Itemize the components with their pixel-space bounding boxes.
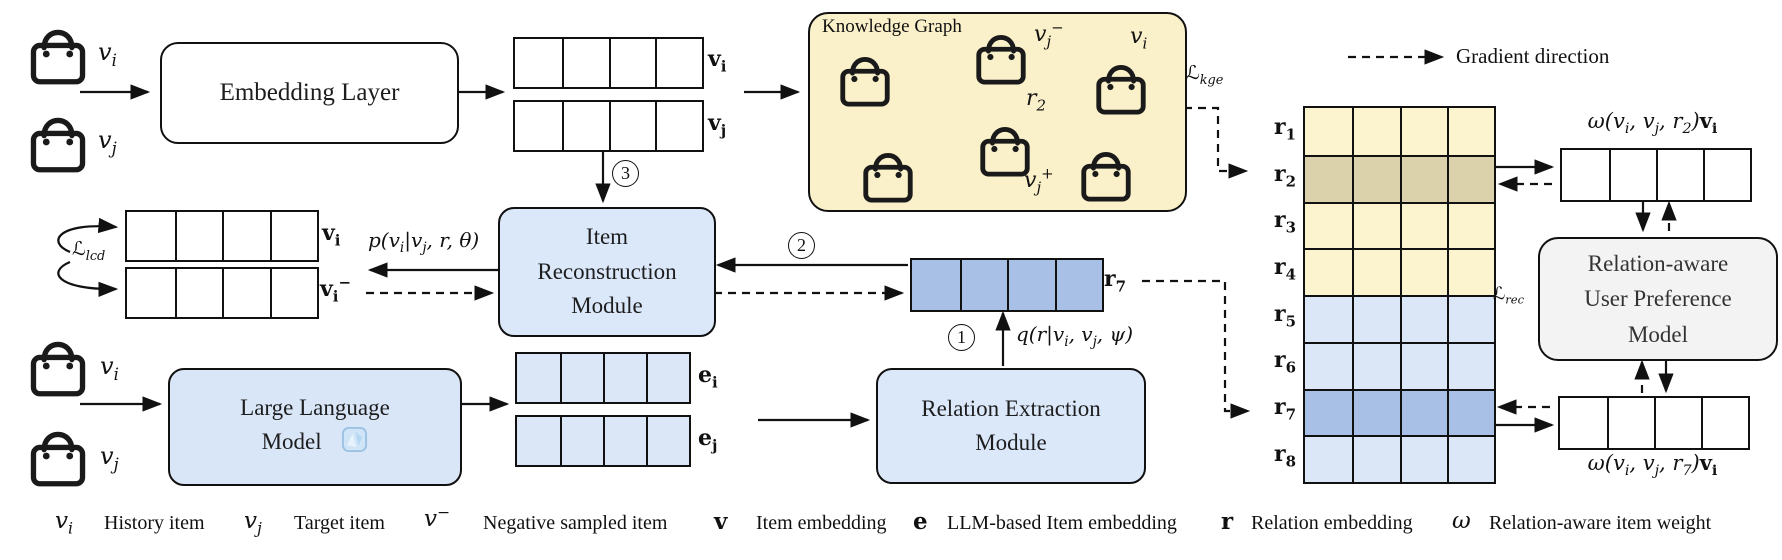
shopping-bag-icon <box>28 424 88 493</box>
shopping-bag-icon <box>28 110 88 179</box>
llm-input-j-label: vj <box>100 442 119 474</box>
llm-line2: Model <box>261 429 322 454</box>
legend-symbol-vi: vi <box>55 508 73 538</box>
pref-line1: Relation-aware <box>1587 250 1729 276</box>
matrix-row <box>1305 388 1494 436</box>
vector-vi-neg <box>125 267 319 319</box>
irm-line2: Reconstruction <box>537 258 677 284</box>
vector-vi-recon <box>125 210 319 262</box>
loss-lcd-label: ℒlcd <box>72 238 106 264</box>
matrix-row <box>1305 295 1494 342</box>
matrix-row-label-r5: r5 <box>1274 301 1296 331</box>
loss-rec-label: ℒrec <box>1493 284 1525 307</box>
llm-input-i-label: vi <box>100 352 119 384</box>
legend-symbol-e: e <box>913 508 928 535</box>
vector-ej-label: ej <box>698 425 718 455</box>
preference-model-box: Relation-aware User Preference Model <box>1538 237 1778 361</box>
kg-bag-icon <box>837 50 893 113</box>
pref-line3: Model <box>1627 321 1689 347</box>
vector-ei <box>515 352 691 404</box>
pref-line2: User Preference <box>1584 286 1732 312</box>
matrix-row-label-r8: r8 <box>1274 441 1296 471</box>
legend-desc-r: Relation embedding <box>1251 512 1413 534</box>
shopping-bag-icon <box>28 22 88 91</box>
legend-desc-v: Item embedding <box>756 512 887 534</box>
matrix-row <box>1305 154 1494 202</box>
matrix-row-label-r2: r2 <box>1274 161 1296 191</box>
lcd-curve-bottom <box>57 260 119 297</box>
kg-node-vi-label: vi <box>1130 24 1148 53</box>
matrix-row <box>1305 248 1494 295</box>
legend-symbol-omega: ω <box>1452 508 1471 534</box>
vector-omega-r7 <box>1558 396 1750 450</box>
llm-box: Large Language Model <box>168 368 462 486</box>
matrix-row <box>1305 108 1494 155</box>
legend-symbol-v: v <box>714 508 728 535</box>
vector-r7-label: r7 <box>1104 266 1126 296</box>
rem-line1: Relation Extraction <box>921 395 1101 421</box>
embedding-layer-box: Embedding Layer <box>160 42 459 144</box>
kg-bag-icon <box>1078 145 1134 208</box>
step-1-badge: 1 <box>948 324 975 351</box>
legend-desc-e: LLM-based Item embedding <box>947 512 1177 534</box>
vector-omega-r2 <box>1560 148 1752 202</box>
vector-ej <box>515 415 691 467</box>
embedding-layer-label: Embedding Layer <box>219 79 400 107</box>
loss-kge-label: ℒkge <box>1186 62 1224 88</box>
vector-vi-label: vi <box>708 46 727 76</box>
legend-desc-vi: History item <box>104 512 205 534</box>
matrix-row <box>1305 435 1494 482</box>
ice-cube-icon <box>341 426 368 464</box>
matrix-row <box>1305 201 1494 249</box>
vector-vj <box>513 100 704 152</box>
matrix-row-label-r3: r3 <box>1274 207 1296 237</box>
kg-bag-icon <box>1093 58 1149 121</box>
matrix-row-label-r1: r1 <box>1274 114 1296 144</box>
kg-bag-icon <box>977 120 1033 183</box>
relation-extraction-module-box: Relation Extraction Module <box>876 368 1146 484</box>
matrix-row-label-r6: r6 <box>1274 347 1296 377</box>
step-2-badge: 2 <box>788 232 815 259</box>
irm-line1: Item <box>585 224 629 250</box>
knowledge-graph-title: Knowledge Graph <box>822 16 962 37</box>
q-distribution-label: q(r|vi, vj, ψ) <box>1016 322 1133 350</box>
legend-desc-vneg: Negative sampled item <box>483 512 668 534</box>
legend-symbol-r: r <box>1221 508 1234 535</box>
omega-r7-label: ω(vi, vj, r7)vi <box>1587 450 1718 480</box>
input-item-j-label: vj <box>98 126 117 158</box>
matrix-row-label-r4: r4 <box>1274 254 1296 284</box>
omega-r2-label: ω(vi, vj, r2)vi <box>1587 108 1718 138</box>
rem-line2: Module <box>975 430 1047 455</box>
vector-vi <box>513 37 704 89</box>
gradient-legend-label: Gradient direction <box>1456 44 1610 68</box>
dashed-r7vec-to-r7row <box>1142 279 1251 419</box>
relation-embedding-matrix <box>1303 106 1496 484</box>
vector-vj-label: vj <box>708 110 727 140</box>
legend-symbol-vj: vj <box>244 508 262 538</box>
matrix-row <box>1305 341 1494 389</box>
matrix-row-label-r7: r7 <box>1274 394 1296 424</box>
vector-r7 <box>910 258 1104 312</box>
kg-bag-icon <box>860 146 916 209</box>
prob-label: p(vi|vj, r, θ) <box>368 228 480 256</box>
legend-desc-vj: Target item <box>294 512 385 534</box>
kg-bag-icon <box>973 28 1029 91</box>
legend-symbol-vneg: v− <box>424 502 451 532</box>
dashed-kge-to-r2 <box>1184 106 1249 179</box>
llm-line1: Large Language <box>240 394 390 420</box>
step-3-badge: 3 <box>612 160 639 187</box>
kg-node-vj-pos-label: vj+ <box>1024 164 1054 197</box>
shopping-bag-icon <box>28 334 88 403</box>
kg-relation-r2-label: r2 <box>1026 86 1047 115</box>
kg-node-vj-neg-label: vj− <box>1034 18 1064 51</box>
legend-desc-omega: Relation-aware item weight <box>1489 512 1712 534</box>
irm-line3: Module <box>571 293 643 319</box>
item-reconstruction-module-box: Item Reconstruction Module <box>498 207 716 337</box>
knowledge-graph-box <box>808 12 1187 212</box>
vector-vi-recon-label: vi <box>322 220 341 250</box>
vector-ei-label: ei <box>698 362 718 392</box>
input-item-i-label: vi <box>98 38 117 70</box>
vector-vi-neg-label: vi− <box>320 273 352 306</box>
